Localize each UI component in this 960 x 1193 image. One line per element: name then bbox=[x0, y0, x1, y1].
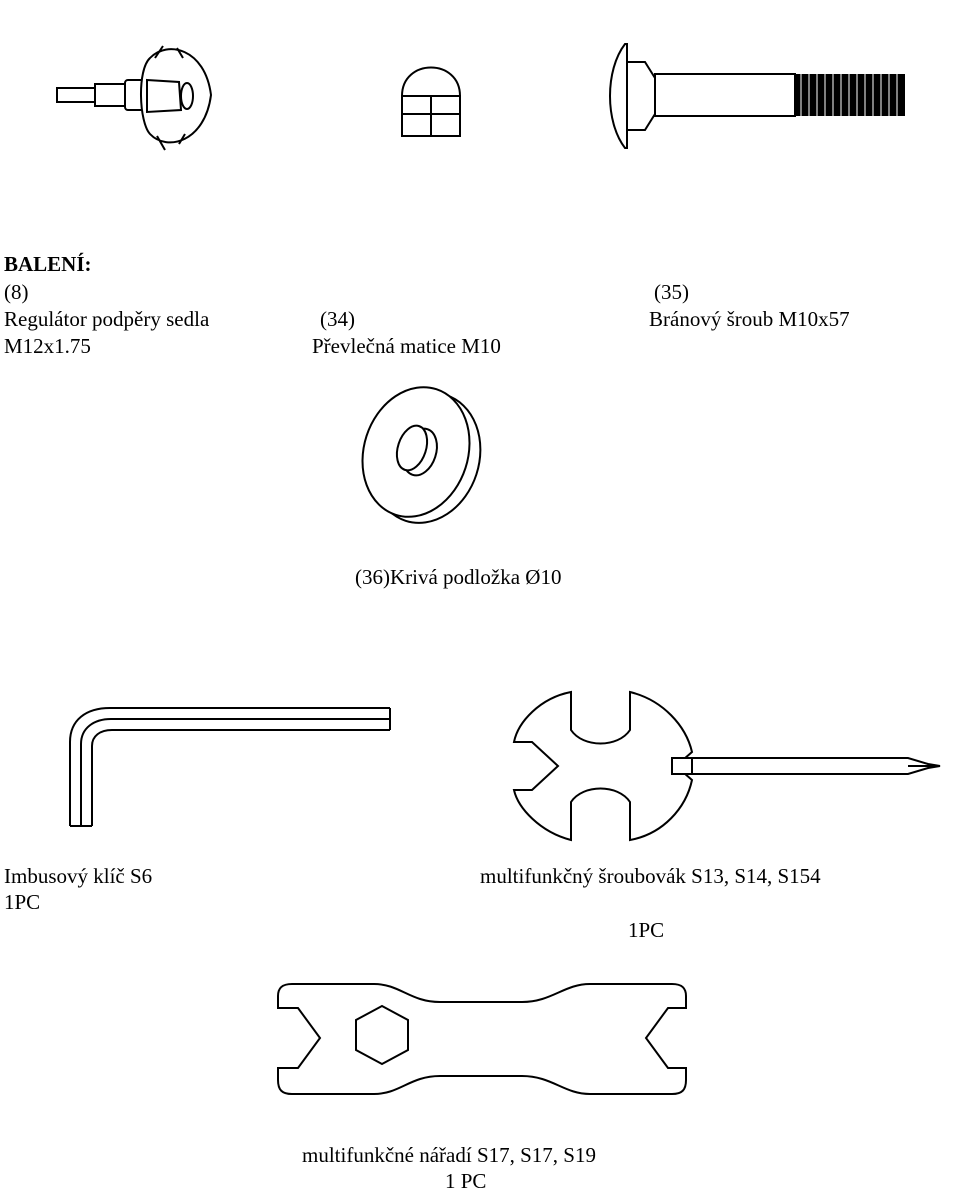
part-34-name: Převlečná matice M10 bbox=[312, 334, 501, 358]
allen-key-name: Imbusový klíč S6 bbox=[4, 864, 153, 888]
part-35-number: (35) bbox=[654, 280, 689, 304]
part-8-size: M12x1.75 bbox=[4, 334, 91, 358]
part-8-name: Regulátor podpěry sedla bbox=[4, 307, 210, 331]
packing-title: BALENÍ: bbox=[4, 252, 92, 276]
allen-key-icon bbox=[62, 702, 397, 830]
multi-tool-wrench-icon bbox=[274, 978, 689, 1100]
part-36-label: (36)Krivá podložka Ø10 bbox=[355, 565, 562, 589]
curved-washer-icon bbox=[360, 382, 485, 527]
multi-tool-name: multifunkčné nářadí S17, S17, S19 bbox=[302, 1143, 596, 1167]
multi-screwdriver-icon bbox=[508, 686, 948, 846]
part-34-number: (34) bbox=[320, 307, 355, 331]
part-35-name: Bránový šroub M10x57 bbox=[649, 307, 850, 331]
carriage-bolt-icon bbox=[605, 40, 905, 152]
part-8-number: (8) bbox=[4, 280, 29, 304]
cap-nut-icon bbox=[398, 58, 464, 138]
multi-screwdriver-qty: 1PC bbox=[628, 918, 665, 942]
seat-post-knob-icon bbox=[55, 40, 220, 160]
multi-screwdriver-name: multifunkčný šroubovák S13, S14, S154 bbox=[480, 864, 821, 888]
allen-key-qty: 1PC bbox=[4, 890, 41, 914]
multi-tool-qty: 1 PC bbox=[445, 1169, 487, 1193]
